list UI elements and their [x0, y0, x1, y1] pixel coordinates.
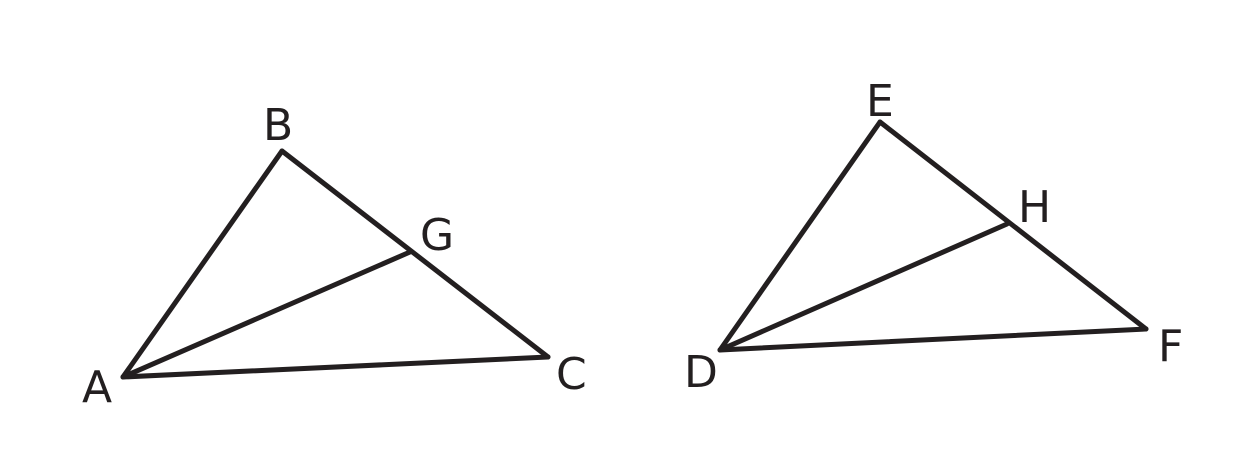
label-g: G — [420, 210, 454, 261]
label-e: E — [866, 76, 894, 127]
segment-de — [717, 119, 883, 353]
segment-ef — [877, 119, 1149, 332]
segment-df — [717, 326, 1149, 353]
label-f: F — [1158, 321, 1183, 372]
segment-bc — [279, 148, 551, 360]
segment-ab — [120, 148, 285, 380]
segment-ac — [120, 354, 551, 380]
segment-ag — [120, 249, 413, 380]
segment-dh — [717, 221, 1010, 353]
label-d: D — [684, 347, 718, 398]
label-c: C — [556, 349, 587, 400]
triangle-def: D E F H — [684, 76, 1183, 398]
label-h: H — [1018, 182, 1051, 233]
label-a: A — [82, 362, 112, 413]
label-b: B — [263, 100, 293, 151]
triangle-abc: A B C G — [82, 100, 587, 413]
